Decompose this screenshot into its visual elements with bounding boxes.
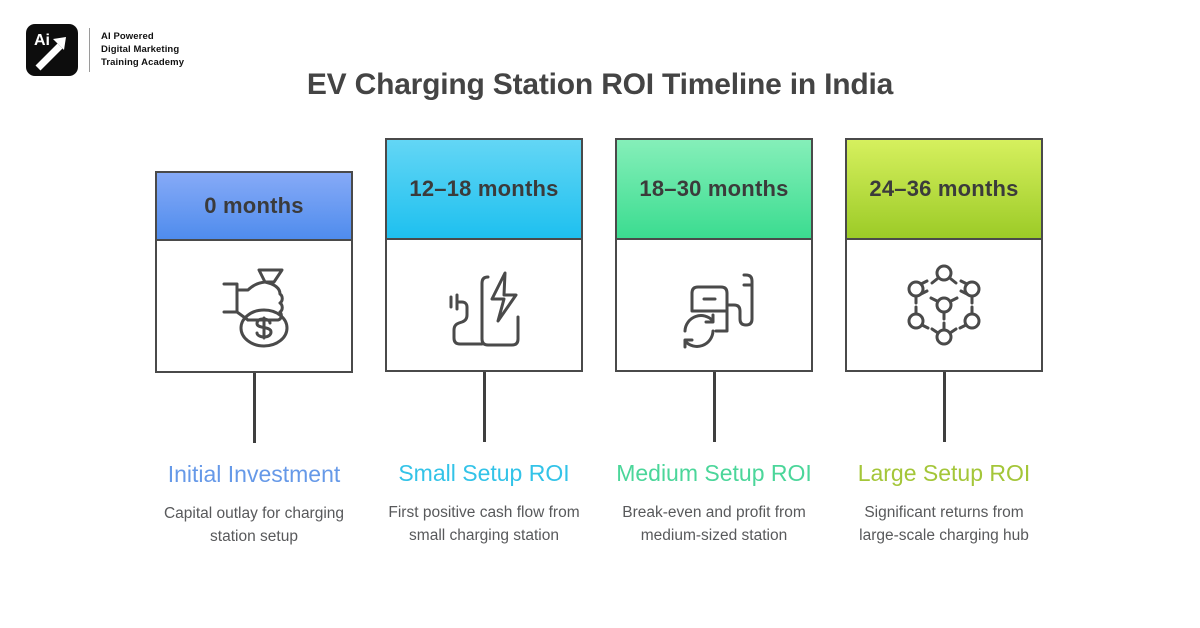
network-hub-nodes-icon [907, 264, 981, 346]
stage-time-label-1: 0 months [204, 192, 304, 218]
timeline-stage-1: 0 months [155, 138, 353, 549]
hand-holding-money-bag-icon [222, 268, 289, 348]
stage-card-1: 0 months [155, 171, 353, 373]
stage-time-label-2: 12–18 months [409, 175, 559, 201]
stage-time-label-3: 18–30 months [639, 175, 789, 201]
stage-time-label-4: 24–36 months [869, 175, 1019, 201]
page-title: EV Charging Station ROI Timeline in Indi… [306, 68, 894, 101]
stage-connector-3 [712, 372, 716, 442]
logo-ai-text: Ai [34, 32, 50, 49]
stage-label-3: Medium Setup ROI [616, 460, 812, 486]
stage-connector-1 [252, 373, 256, 443]
stage-description-4: Significant returns from large-scale cha… [859, 504, 1029, 545]
logo-mark: Ai [26, 24, 78, 76]
stage-connector-2 [482, 372, 486, 442]
stage-icon-area-2 [387, 240, 581, 370]
timeline-stage-2: 12–18 months Small Setup ROI First posi [385, 138, 583, 549]
stage-label-1: Initial Investment [167, 461, 341, 487]
stage-label-4: Large Setup ROI [857, 460, 1031, 486]
stage-time-header-2: 12–18 months [387, 140, 581, 240]
stage-card-2: 12–18 months [385, 138, 583, 372]
stage-icon-area-3 [617, 240, 811, 370]
stage-time-header-3: 18–30 months [617, 140, 811, 240]
stage-card-4: 24–36 months [845, 138, 1043, 372]
stage-icon-area-1 [157, 241, 351, 371]
logo-line-3: Training Academy [101, 57, 185, 69]
stage-description-1: Capital outlay for charging station setu… [163, 505, 345, 546]
timeline-stage-4: 24–36 months [845, 138, 1043, 549]
logo-divider [89, 28, 90, 72]
logo-line-2: Digital Marketing [101, 43, 180, 55]
charging-pump-refresh-icon [683, 273, 754, 349]
stage-description-3: Break-even and profit from medium-sized … [622, 504, 806, 545]
upward-arrow-icon [35, 37, 66, 71]
ev-charger-plug-bolt-icon [449, 271, 520, 347]
stage-label-2: Small Setup ROI [398, 460, 570, 486]
logo-line-1: AI Powered [101, 30, 154, 42]
brand-logo: Ai AI Powered Digital Marketing Training… [26, 24, 184, 76]
logo-tagline: AI Powered Digital Marketing Training Ac… [101, 31, 184, 69]
stage-time-header-1: 0 months [157, 173, 351, 241]
stage-card-3: 18–30 months [615, 138, 813, 372]
timeline-stage-3: 18–30 months Me [615, 138, 813, 549]
stage-description-2: First positive cash flow from small char… [388, 504, 580, 545]
stage-icon-area-4 [847, 240, 1041, 370]
timeline: 0 months [155, 138, 1045, 549]
stage-time-header-4: 24–36 months [847, 140, 1041, 240]
stage-connector-4 [942, 372, 946, 442]
